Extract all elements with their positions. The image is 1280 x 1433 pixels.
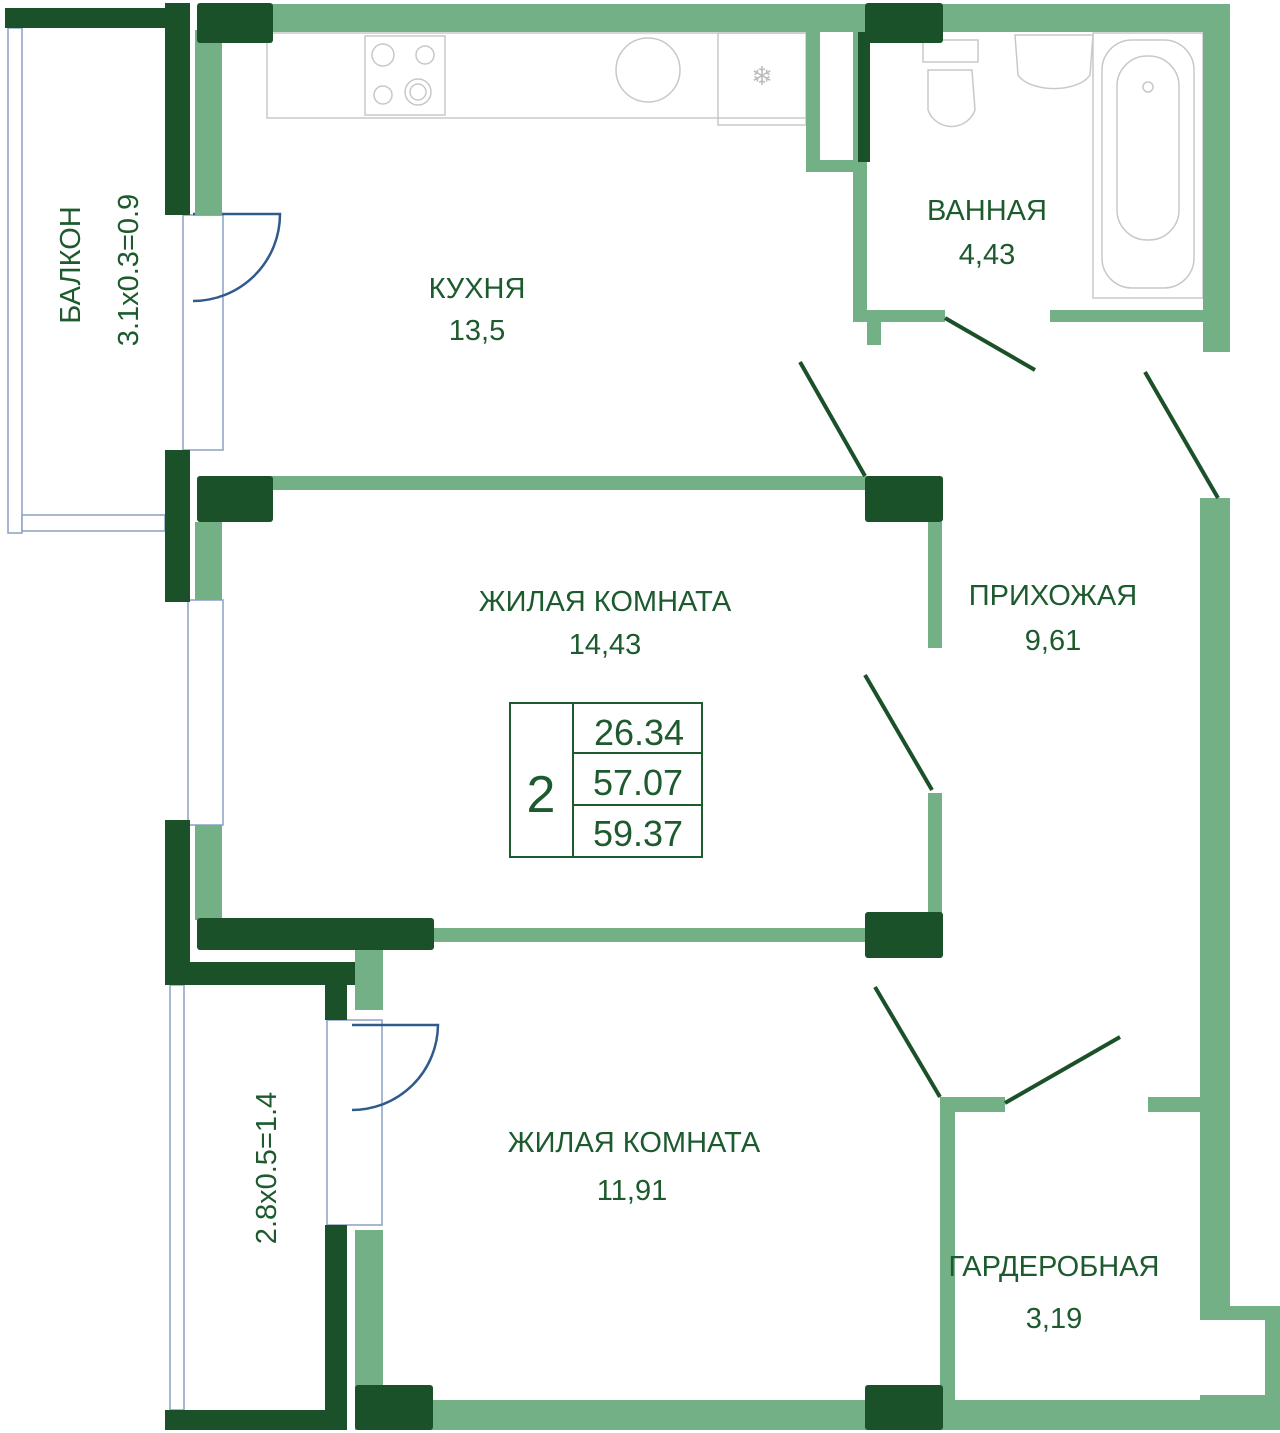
- living-room-2-name: ЖИЛАЯ КОМНАТА: [508, 1127, 761, 1159]
- bathroom-area: 4,43: [959, 239, 1015, 271]
- kitchen-name: КУХНЯ: [429, 273, 526, 305]
- area-summary-table: 2 26.34 57.07 59.37: [509, 702, 703, 858]
- bathroom-name: ВАННАЯ: [927, 195, 1047, 227]
- balcony-door-arc: [192, 212, 282, 303]
- balcony-door-arc-2: [351, 1023, 440, 1112]
- total-area: 57.07: [593, 762, 683, 803]
- balcony-2-formula: 2.8x0.5=1.4: [251, 1092, 283, 1244]
- walls-load-bearing: [5, 3, 943, 1430]
- living-room-1-area: 14,43: [569, 629, 642, 661]
- rooms-count: 2: [527, 766, 556, 824]
- hallway-area: 9,61: [1025, 625, 1081, 657]
- total-area-with-balcony: 59.37: [593, 813, 683, 854]
- balcony-1-name: БАЛКОН: [55, 206, 87, 323]
- hallway-name: ПРИХОЖАЯ: [969, 580, 1137, 612]
- kitchen-area: 13,5: [449, 315, 505, 347]
- wardrobe-area: 3,19: [1026, 1303, 1082, 1335]
- snowflake-icon: ❄: [751, 62, 773, 91]
- kitchen-fixtures: ❄: [266, 32, 808, 126]
- living-room-1-name: ЖИЛАЯ КОМНАТА: [479, 586, 732, 618]
- living-area: 26.34: [594, 712, 684, 753]
- walls-interior: [195, 4, 1280, 1430]
- door-swings: [798, 316, 1220, 1105]
- living-room-2-area: 11,91: [597, 1175, 667, 1207]
- bathroom-fixtures: [922, 32, 1204, 299]
- balcony-1-formula: 3.1x0.3=0.9: [113, 194, 145, 346]
- wardrobe-name: ГАРДЕРОБНАЯ: [948, 1251, 1159, 1283]
